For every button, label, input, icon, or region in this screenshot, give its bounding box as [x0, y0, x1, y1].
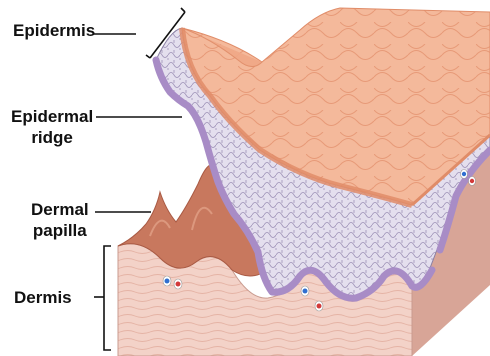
label-dermis: Dermis: [14, 287, 72, 308]
label-epidermis-text: Epidermis: [13, 21, 95, 40]
label-epidermal-ridge-line2: ridge: [11, 127, 93, 148]
label-epidermis: Epidermis: [13, 20, 95, 41]
label-epidermal-ridge: Epidermal ridge: [11, 106, 93, 148]
label-dermis-text: Dermis: [14, 288, 72, 307]
label-dermal-papilla: Dermal papilla: [31, 199, 89, 241]
dermis-bracket: [104, 246, 111, 350]
label-epidermal-ridge-line1: Epidermal: [11, 106, 93, 127]
label-dermal-papilla-line1: Dermal: [31, 199, 89, 220]
label-dermal-papilla-line2: papilla: [31, 220, 89, 241]
